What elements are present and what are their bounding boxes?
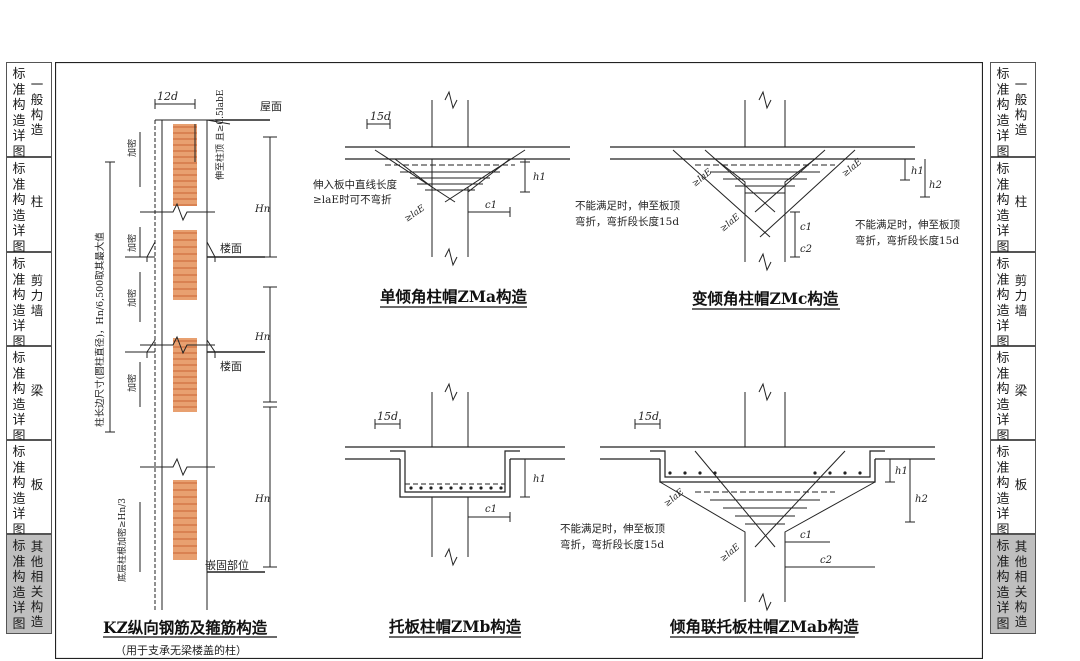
zmab-drawing — [600, 382, 935, 612]
rebar-zone-3 — [173, 338, 197, 412]
zmc-note-left-1: 不能满足时，伸至板顶 — [575, 199, 680, 212]
zmab-c1-label: c1 — [800, 530, 812, 541]
left-tab-label: 标准构造详图 — [12, 539, 26, 632]
right-tab-label: 标准构造详图 — [996, 257, 1010, 350]
rebar-zone-2 — [173, 230, 197, 300]
sheet-border — [55, 62, 983, 659]
left-tab-general[interactable]: 标准构造详图 一般构造 — [6, 62, 52, 160]
kz-loumian-label-2: 楼面 — [220, 359, 242, 373]
kz-jiami-label-2: 加密 — [126, 234, 138, 252]
kz-hn-label-1: Hn — [254, 204, 270, 215]
zmb-title: 托板柱帽ZMb构造 — [389, 617, 522, 636]
zmc-drawing — [610, 90, 930, 272]
zma-drawing — [345, 90, 570, 267]
zma-c1-label: c1 — [485, 200, 497, 211]
zma-h1-label: h1 — [533, 172, 546, 183]
left-tab-other[interactable]: 标准构造详图 其他相关构造 — [6, 534, 52, 634]
zmab-15d-label: 15d — [638, 410, 659, 423]
right-tab-sub: 柱 — [1014, 194, 1028, 209]
zmab-h2-label: h2 — [915, 494, 928, 505]
left-tab-sub: 剪力墙 — [30, 273, 44, 318]
right-tab-sub: 其他相关构造 — [1014, 539, 1028, 629]
kz-qiangu-label: 嵌固部位 — [205, 558, 249, 572]
zmab-note-1: 不能满足时，伸至板顶 — [560, 522, 665, 535]
rebar-zone-4 — [173, 480, 197, 560]
zma-note-2: ≥laE时可不弯折 — [313, 193, 392, 206]
zma-title: 单倾角柱帽ZMa构造 — [380, 287, 528, 306]
left-tab-sub: 其他相关构造 — [30, 539, 44, 629]
zma-note-1: 伸入板中直线长度 — [313, 178, 397, 191]
rebar-zone-1 — [173, 124, 197, 206]
left-tab-sub: 板 — [30, 477, 44, 492]
zmc-h2-label: h2 — [929, 180, 942, 191]
right-tab-other[interactable]: 标准构造详图 其他相关构造 — [990, 534, 1036, 634]
zmab-c2-label: c2 — [820, 555, 832, 566]
zma-15d-label: 15d — [370, 110, 391, 123]
left-tab-sub: 一般构造 — [30, 77, 44, 137]
right-tab-shearwall[interactable]: 标准构造详图 剪力墙 — [990, 252, 1036, 350]
kz-bottom-label: 底层柱根加密≥Hn/3 — [116, 498, 128, 582]
kz-vertical-long-label: 柱长边尺寸(圆柱直径)，Hn/6,500取其最大值 — [94, 232, 106, 427]
right-tab-strip: 标准构造详图 一般构造 标准构造详图 柱 标准构造详图 剪力墙 标准构造详图 梁… — [990, 62, 1038, 634]
zmc-c1-label: c1 — [800, 222, 812, 233]
left-tab-sub: 梁 — [30, 383, 44, 398]
zmc-title: 变倾角柱帽ZMc构造 — [692, 289, 839, 308]
zmb-rebar-dots — [409, 486, 503, 490]
right-tab-sub: 梁 — [1014, 383, 1028, 398]
zmab-note-2: 弯折，弯折段长度15d — [560, 538, 664, 551]
right-tab-label: 标准构造详图 — [996, 67, 1010, 160]
kz-jiami-label-3: 加密 — [126, 289, 138, 307]
left-tab-label: 标准构造详图 — [12, 162, 26, 255]
left-tab-shearwall[interactable]: 标准构造详图 剪力墙 — [6, 252, 52, 350]
left-tab-slab[interactable]: 标准构造详图 板 — [6, 440, 52, 538]
kz-subtitle: （用于支承无梁楼盖的柱） — [115, 643, 247, 657]
kz-title: KZ纵向钢筋及箍筋构造 — [103, 618, 268, 637]
right-tab-column[interactable]: 标准构造详图 柱 — [990, 157, 1036, 255]
zmc-h1-label: h1 — [911, 166, 924, 177]
zmc-note-left-2: 弯折，弯折段长度15d — [575, 215, 679, 228]
zmb-drawing — [345, 382, 565, 567]
right-tab-label: 标准构造详图 — [996, 539, 1010, 632]
zmab-rebar-dots — [668, 471, 862, 475]
zmc-note-right-1: 不能满足时，伸至板顶 — [855, 218, 960, 231]
left-tab-label: 标准构造详图 — [12, 445, 26, 538]
zmc-c2-label: c2 — [800, 244, 812, 255]
drawing-sheet: 12d 屋面 伸至柱顶 且≥0.5labE 楼面 楼面 嵌固部位 Hn Hn H… — [55, 62, 983, 659]
kz-jiami-label-4: 加密 — [126, 374, 138, 392]
left-tab-label: 标准构造详图 — [12, 257, 26, 350]
right-tab-sub: 板 — [1014, 477, 1028, 492]
kz-wumian-label: 屋面 — [260, 100, 282, 113]
left-tab-strip: 标准构造详图 一般构造 标准构造详图 柱 标准构造详图 剪力墙 标准构造详图 梁… — [6, 62, 54, 634]
kz-loumian-label-1: 楼面 — [220, 241, 242, 255]
right-tab-sub: 一般构造 — [1014, 77, 1028, 137]
right-tab-label: 标准构造详图 — [996, 162, 1010, 255]
kz-jiami-label-1: 加密 — [126, 139, 138, 157]
kz-hn-label-2: Hn — [254, 332, 270, 343]
zmb-c1-label: c1 — [485, 504, 497, 515]
left-tab-column[interactable]: 标准构造详图 柱 — [6, 157, 52, 255]
zmb-15d-label: 15d — [377, 410, 398, 423]
right-tab-beam[interactable]: 标准构造详图 梁 — [990, 346, 1036, 444]
zmb-h1-label: h1 — [533, 474, 546, 485]
kz-hn-label-3: Hn — [254, 494, 270, 505]
left-tab-sub: 柱 — [30, 194, 44, 209]
kz-column-drawing — [105, 99, 277, 610]
left-tab-beam[interactable]: 标准构造详图 梁 — [6, 346, 52, 444]
right-tab-label: 标准构造详图 — [996, 351, 1010, 444]
left-tab-label: 标准构造详图 — [12, 67, 26, 160]
right-tab-slab[interactable]: 标准构造详图 板 — [990, 440, 1036, 538]
zmab-title: 倾角联托板柱帽ZMab构造 — [669, 617, 859, 636]
right-tab-sub: 剪力墙 — [1014, 273, 1028, 318]
kz-top-label: 伸至柱顶 且≥0.5labE — [214, 90, 226, 180]
kz-12d-label: 12d — [157, 90, 178, 103]
right-tab-label: 标准构造详图 — [996, 445, 1010, 538]
left-tab-label: 标准构造详图 — [12, 351, 26, 444]
zmab-h1-label: h1 — [895, 466, 908, 477]
right-tab-general[interactable]: 标准构造详图 一般构造 — [990, 62, 1036, 160]
zmc-note-right-2: 弯折，弯折段长度15d — [855, 234, 959, 247]
